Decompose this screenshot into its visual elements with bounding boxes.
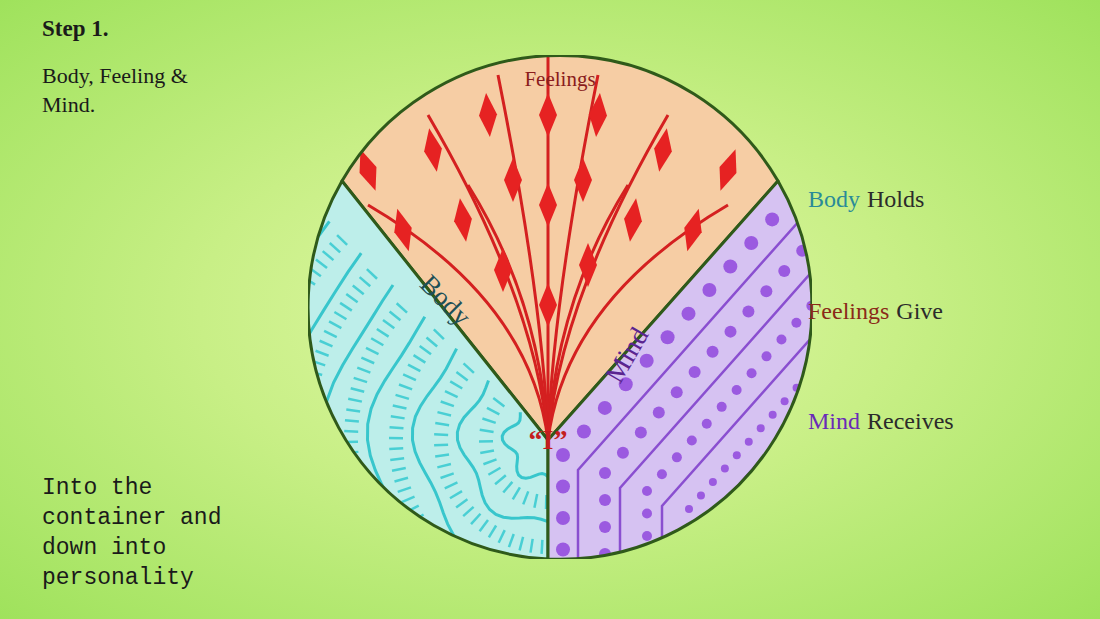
legend-word: Mind	[808, 408, 860, 436]
legend-verb: Receives	[867, 408, 954, 436]
sector-shape	[308, 55, 812, 559]
step-title: Step 1.	[42, 16, 108, 42]
legend-word: Body	[808, 186, 860, 214]
legend-word: Feelings	[808, 298, 889, 326]
sector: Mind	[308, 55, 812, 559]
legend-verb: Give	[896, 298, 943, 326]
sector-name: Feelings	[524, 67, 595, 91]
center-self: “I”	[529, 424, 568, 456]
subtitle: Body, Feeling & Mind.	[42, 62, 217, 119]
footnote: Into the container and down into persona…	[42, 474, 287, 594]
legend-verb: Holds	[867, 186, 924, 214]
